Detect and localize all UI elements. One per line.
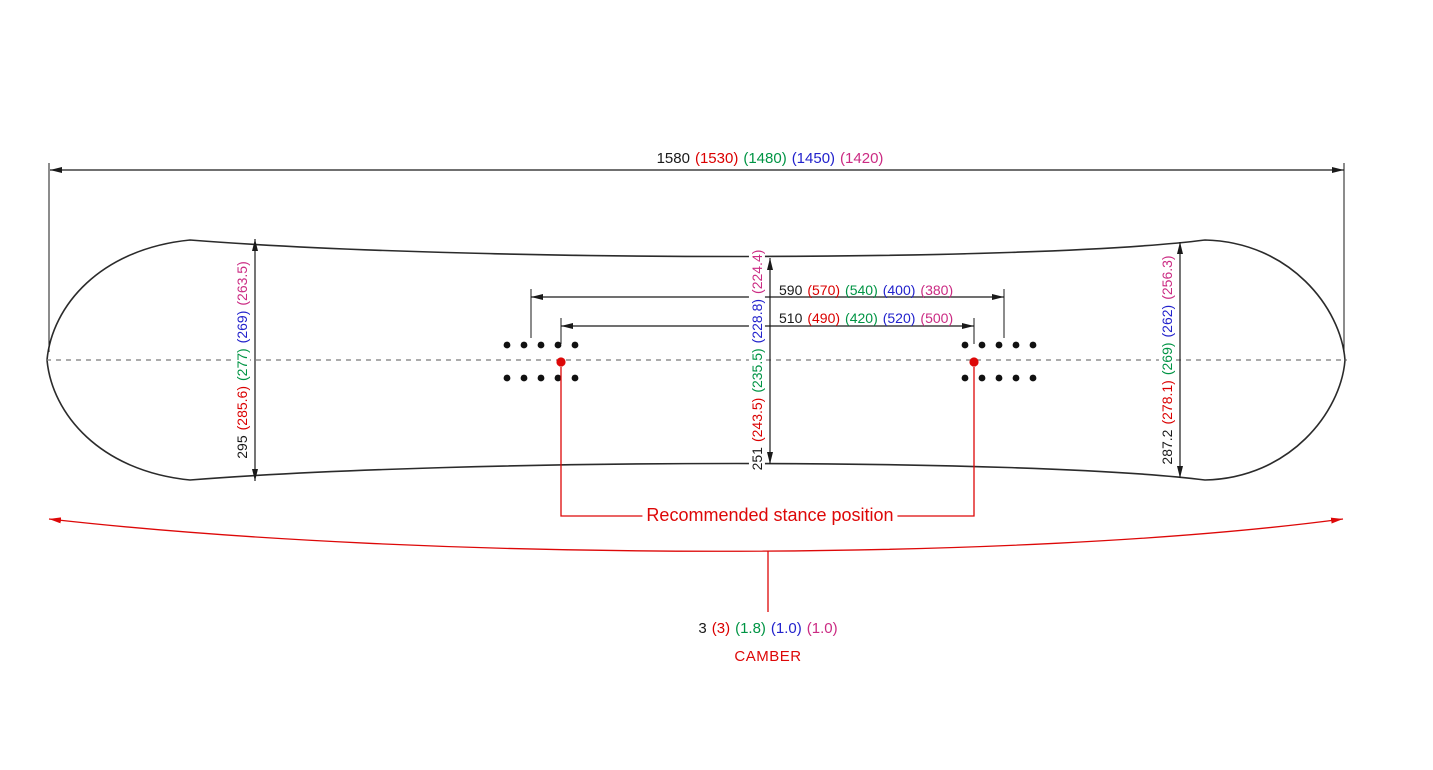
tail-width-size-5: (256.3) — [1158, 255, 1175, 300]
nose-width-size-2: (285.6) — [233, 386, 250, 431]
dim-stance-width: 510 (490) (420) (520) (500) — [779, 310, 953, 326]
ref-stance-size-1: 590 — [779, 282, 803, 298]
waist-width-size-1: 251 — [748, 447, 765, 471]
dim-camber: 3 (3) (1.8) (1.0) (1.0) — [698, 620, 837, 637]
stance-width-size-5: (500) — [920, 310, 954, 326]
stance-width-size-4: (520) — [882, 310, 916, 326]
stance-width-dimension-lines — [560, 318, 975, 344]
camber-size-4: (1.0) — [770, 620, 802, 637]
length-size-5: (1420) — [840, 150, 884, 167]
camber-size-3: (1.8) — [735, 620, 766, 637]
insert-pack-back — [961, 341, 1037, 382]
stance-width-size-1: 510 — [779, 310, 803, 326]
reference-stance-dimension-lines — [530, 289, 1005, 338]
tail-width-size-1: 287.2 — [1158, 429, 1175, 465]
overall-length-dimension-lines — [48, 163, 1345, 352]
nose-width-size-1: 295 — [233, 435, 250, 459]
label-camber: CAMBER — [730, 648, 806, 665]
length-size-2: (1530) — [694, 150, 739, 167]
camber-size-1: 3 — [698, 620, 707, 637]
dim-tail-width: 287.2 (278.1) (269) (262) (256.3) — [1158, 252, 1176, 468]
nose-width-size-4: (269) — [233, 310, 250, 344]
nose-width-size-5: (263.5) — [233, 261, 250, 306]
dim-overall-length: 1580 (1530) (1480) (1450) (1420) — [657, 150, 884, 167]
insert-pack-front — [503, 341, 579, 382]
dim-nose-width: 295 (285.6) (277) (269) (263.5) — [233, 258, 251, 462]
camber-curve — [48, 517, 1344, 612]
waist-width-size-3: (235.5) — [748, 348, 765, 393]
waist-width-size-2: (243.5) — [748, 397, 765, 443]
ref-stance-size-5: (380) — [920, 282, 954, 298]
nose-width-size-3: (277) — [233, 348, 250, 382]
dim-reference-stance: 590 (570) (540) (400) (380) — [779, 282, 953, 298]
stance-width-size-3: (420) — [845, 310, 878, 326]
length-size-1: 1580 — [656, 150, 690, 167]
tail-width-size-4: (262) — [1158, 304, 1175, 338]
waist-width-size-4: (228.8) — [748, 298, 765, 344]
dim-waist-width: 251 (243.5) (235.5) (228.8) (224.4) — [748, 246, 766, 474]
stance-width-size-2: (490) — [807, 310, 841, 326]
ref-stance-size-2: (570) — [807, 282, 841, 298]
stance-position-markers — [556, 357, 979, 517]
length-size-3: (1480) — [743, 150, 787, 167]
ref-stance-size-4: (400) — [882, 282, 916, 298]
tail-width-size-3: (269) — [1158, 342, 1175, 376]
ref-stance-size-3: (540) — [845, 282, 878, 298]
tail-width-size-2: (278.1) — [1158, 380, 1175, 425]
camber-size-2: (3) — [711, 620, 731, 637]
waist-width-size-5: (224.4) — [748, 249, 765, 294]
length-size-4: (1450) — [791, 150, 836, 167]
camber-size-5: (1.0) — [806, 620, 838, 637]
label-stance-position: Recommended stance position — [642, 505, 898, 526]
